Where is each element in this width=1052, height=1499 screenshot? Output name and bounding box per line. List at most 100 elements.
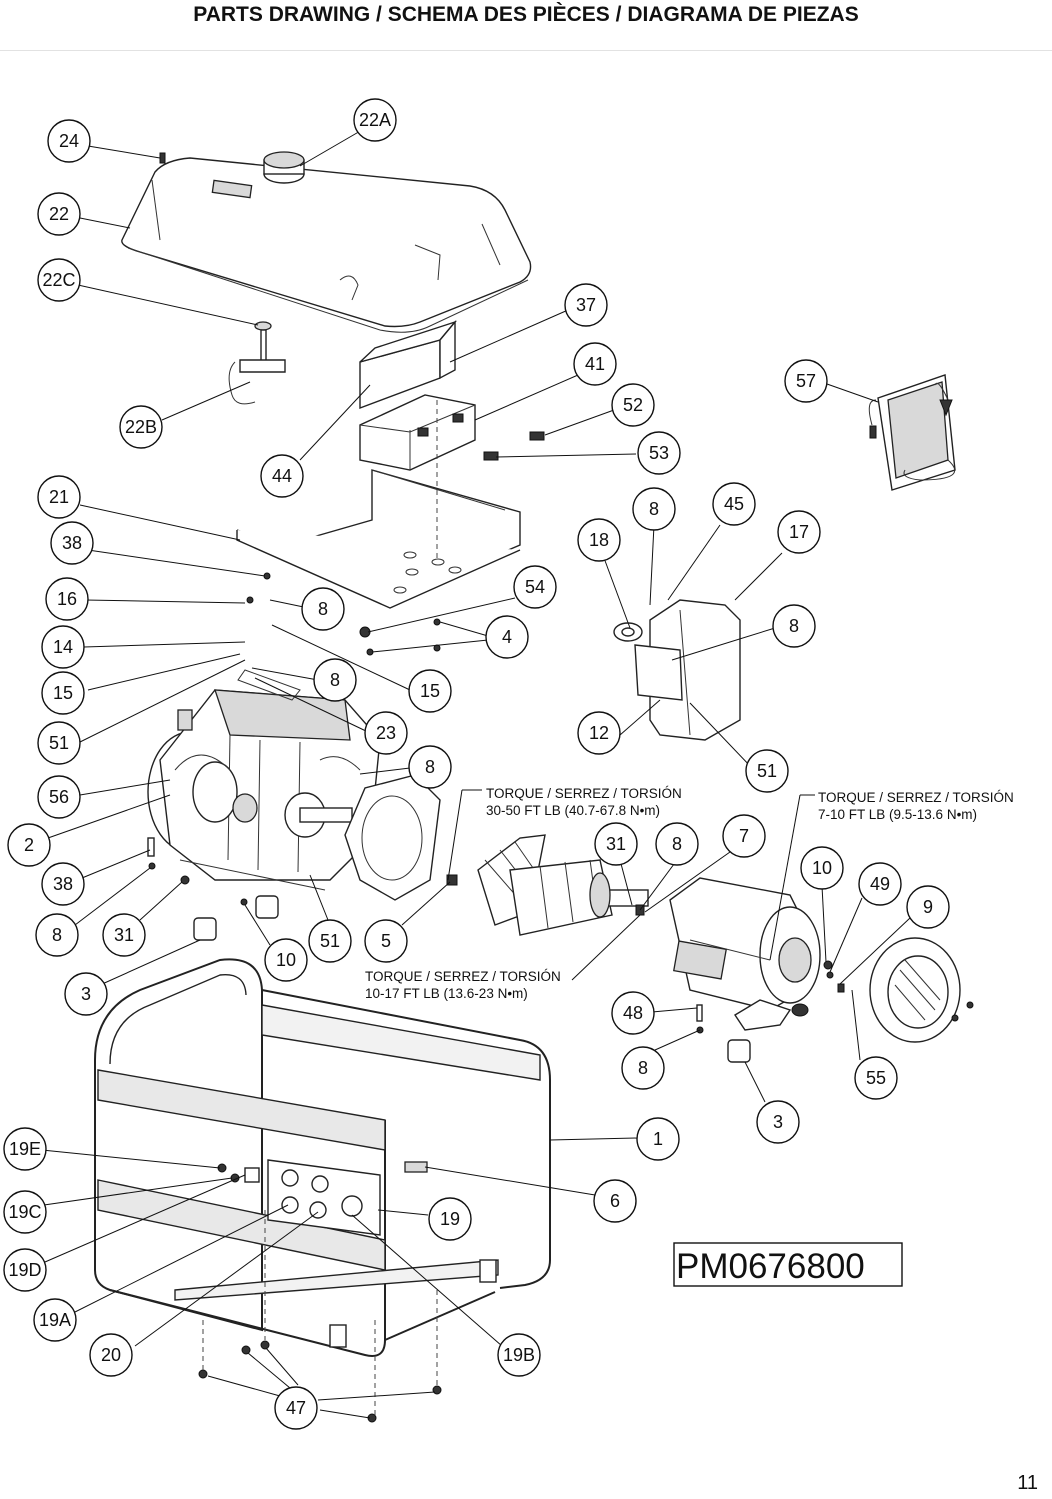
svg-text:7-10 FT LB (9.5-13.6 N•m): 7-10 FT LB (9.5-13.6 N•m) — [818, 807, 977, 822]
svg-text:19C: 19C — [8, 1202, 41, 1222]
model-code: PM0676800 — [676, 1247, 865, 1286]
callout-22: 22 — [37, 192, 81, 236]
svg-text:52: 52 — [623, 395, 643, 415]
callout-19d: 19D — [3, 1248, 47, 1292]
svg-text:1: 1 — [653, 1129, 663, 1149]
svg-text:54: 54 — [525, 577, 545, 597]
callout-31: 31 — [102, 913, 146, 957]
svg-text:2: 2 — [24, 835, 34, 855]
callout-22b: 22B — [119, 405, 163, 449]
page-number: 11 — [1017, 1472, 1038, 1494]
callout-54: 54 — [513, 565, 557, 609]
svg-text:15: 15 — [420, 681, 440, 701]
callout-51: 51 — [745, 749, 789, 793]
svg-text:8: 8 — [638, 1058, 648, 1078]
svg-text:51: 51 — [49, 733, 69, 753]
frame — [94, 958, 551, 1357]
callout-3: 3 — [756, 1100, 800, 1144]
rotor — [477, 834, 649, 936]
svg-text:15: 15 — [53, 683, 73, 703]
callout-7: 7 — [722, 814, 766, 858]
svg-text:19B: 19B — [503, 1345, 535, 1365]
callout-53: 53 — [637, 431, 681, 475]
callout-6: 6 — [593, 1179, 637, 1223]
svg-text:16: 16 — [57, 589, 77, 609]
svg-text:44: 44 — [272, 466, 292, 486]
svg-text:22B: 22B — [125, 417, 157, 437]
callout-22c: 22C — [37, 258, 81, 302]
svg-text:19E: 19E — [9, 1139, 41, 1159]
svg-text:3: 3 — [81, 984, 91, 1004]
callout-47: 47 — [274, 1386, 318, 1430]
svg-text:8: 8 — [649, 499, 659, 519]
callout-49: 49 — [858, 862, 902, 906]
svg-text:6: 6 — [610, 1191, 620, 1211]
svg-text:53: 53 — [649, 443, 669, 463]
callout-19: 19 — [428, 1197, 472, 1241]
callout-23: 23 — [364, 711, 408, 755]
callout-1: 1 — [636, 1117, 680, 1161]
svg-text:7: 7 — [739, 826, 749, 846]
svg-text:9: 9 — [923, 897, 933, 917]
svg-text:51: 51 — [757, 761, 777, 781]
callout-10: 10 — [800, 846, 844, 890]
battery-tray — [236, 469, 521, 609]
svg-text:TORQUE / SERREZ / TORSIÓN: TORQUE / SERREZ / TORSIÓN — [486, 786, 682, 801]
svg-text:31: 31 — [114, 925, 134, 945]
callout-44: 44 — [260, 454, 304, 498]
leader-lines — [41, 129, 911, 1419]
svg-text:8: 8 — [318, 599, 328, 619]
callout-3: 3 — [64, 972, 108, 1016]
svg-text:22: 22 — [49, 204, 69, 224]
fuel-tank — [121, 151, 532, 333]
callout-19b: 19B — [497, 1333, 541, 1377]
callout-8: 8 — [313, 658, 357, 702]
callout-17: 17 — [777, 510, 821, 554]
callout-45: 45 — [712, 482, 756, 526]
torque-note-rotor: TORQUE / SERREZ / TORSIÓN 10-17 FT LB (1… — [365, 969, 561, 1001]
svg-text:14: 14 — [53, 637, 73, 657]
muffler — [613, 599, 741, 741]
callout-8: 8 — [35, 913, 79, 957]
callout-52: 52 — [611, 383, 655, 427]
callout-21: 21 — [37, 475, 81, 519]
svg-text:5: 5 — [381, 931, 391, 951]
callout-56: 56 — [37, 775, 81, 819]
callout-16: 16 — [45, 577, 89, 621]
callout-19e: 19E — [3, 1127, 47, 1171]
svg-text:57: 57 — [796, 371, 816, 391]
callout-19c: 19C — [3, 1190, 47, 1234]
svg-text:47: 47 — [286, 1398, 306, 1418]
end-cover — [869, 937, 961, 1043]
engine — [147, 669, 381, 891]
callout-18: 18 — [577, 518, 621, 562]
svg-text:48: 48 — [623, 1003, 643, 1023]
callout-bubbles: 24 22A 22 22C 37 41 22B 52 53 57 44 21 8… — [3, 98, 950, 1430]
callout-12: 12 — [577, 711, 621, 755]
header-divider — [0, 50, 1052, 51]
svg-text:30-50 FT LB (40.7-67.8 N•m): 30-50 FT LB (40.7-67.8 N•m) — [486, 803, 660, 818]
svg-text:12: 12 — [589, 723, 609, 743]
svg-text:10: 10 — [276, 950, 296, 970]
callout-9: 9 — [906, 885, 950, 929]
svg-text:23: 23 — [376, 723, 396, 743]
torque-note-end-cover: TORQUE / SERREZ / TORSIÓN 7-10 FT LB (9.… — [818, 790, 1014, 822]
callout-5: 5 — [364, 919, 408, 963]
alignment-lines — [202, 400, 438, 1415]
svg-text:24: 24 — [59, 131, 79, 151]
svg-text:31: 31 — [606, 834, 626, 854]
callout-14: 14 — [41, 625, 85, 669]
callout-19a: 19A — [33, 1298, 77, 1342]
callout-15: 15 — [408, 669, 452, 713]
stator-housing — [669, 877, 821, 1031]
svg-text:19: 19 — [440, 1209, 460, 1229]
callout-57: 57 — [784, 359, 828, 403]
fuel-valve — [228, 321, 286, 405]
callout-41: 41 — [573, 342, 617, 386]
callout-8: 8 — [621, 1046, 665, 1090]
callout-55: 55 — [854, 1056, 898, 1100]
svg-text:22A: 22A — [359, 110, 391, 130]
svg-text:TORQUE / SERREZ / TORSIÓN: TORQUE / SERREZ / TORSIÓN — [818, 790, 1014, 805]
callout-24: 24 — [47, 119, 91, 163]
